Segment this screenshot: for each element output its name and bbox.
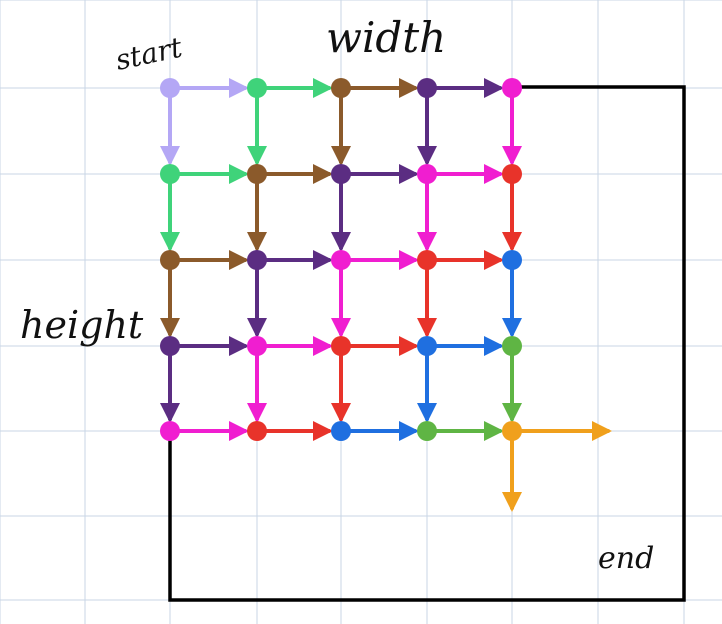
grid-node [502,336,522,356]
width-label: width [326,13,446,62]
height-label: height [20,303,144,347]
grid-node [247,250,267,270]
grid-node [160,421,180,441]
grid-node [331,336,351,356]
outer-square-border [168,85,686,602]
grid-node [247,421,267,441]
grid-node [502,421,522,441]
grid-edges [160,78,612,512]
grid-node [331,164,351,184]
grid-node [160,336,180,356]
grid-nodes [160,78,522,441]
grid-node [160,164,180,184]
grid-node [331,421,351,441]
grid-node [417,164,437,184]
grid-node [160,250,180,270]
grid-node [247,336,267,356]
grid-node [331,78,351,98]
grid-node [160,78,180,98]
grid-node [502,250,522,270]
grid-node [331,250,351,270]
grid-node [417,336,437,356]
grid-node [502,78,522,98]
grid-node [247,78,267,98]
end-label: end [598,541,654,576]
grid-node [247,164,267,184]
grid-node [417,421,437,441]
grid-node [502,164,522,184]
start-label: start [113,30,186,76]
grid-node [417,78,437,98]
grid-node [417,250,437,270]
